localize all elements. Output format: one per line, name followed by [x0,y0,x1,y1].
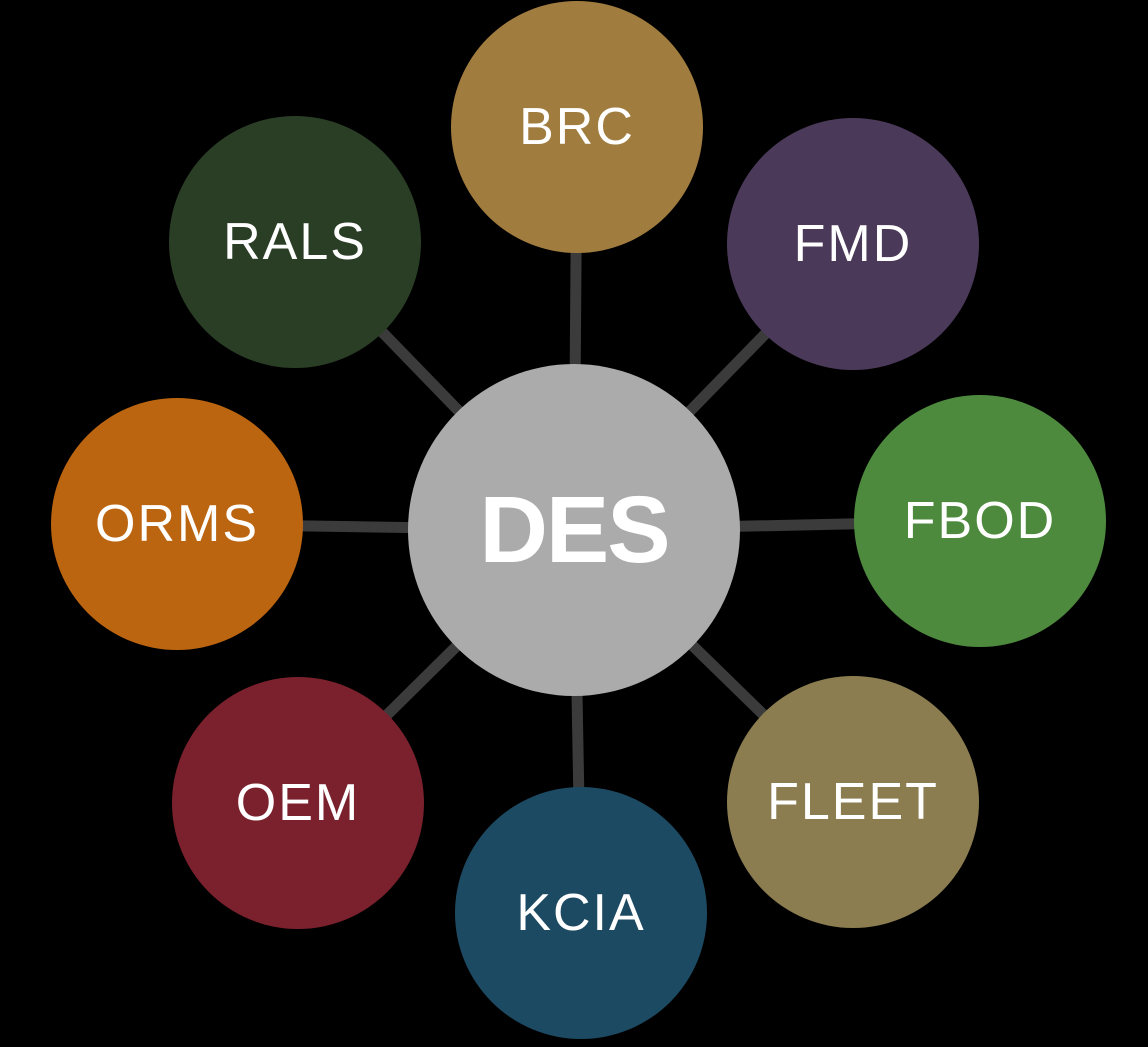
node-oem-label: OEM [235,774,361,832]
node-rals-label: RALS [223,213,367,271]
node-brc: BRC [451,1,703,253]
node-fleet: FLEET [727,676,979,928]
node-orms: ORMS [51,398,303,650]
node-fmd-label: FMD [793,215,913,273]
node-brc-label: BRC [519,98,635,156]
center-node-des-label: DES [479,476,670,583]
node-fbod: FBOD [854,395,1106,647]
node-fmd: FMD [727,118,979,370]
node-fbod-label: FBOD [903,492,1057,550]
node-rals: RALS [169,116,421,368]
node-kcia-label: KCIA [516,884,646,942]
center-node-des: DES [408,364,740,696]
node-orms-label: ORMS [95,495,259,553]
node-fleet-label: FLEET [767,773,939,831]
node-kcia: KCIA [455,787,707,1039]
node-oem: OEM [172,677,424,929]
